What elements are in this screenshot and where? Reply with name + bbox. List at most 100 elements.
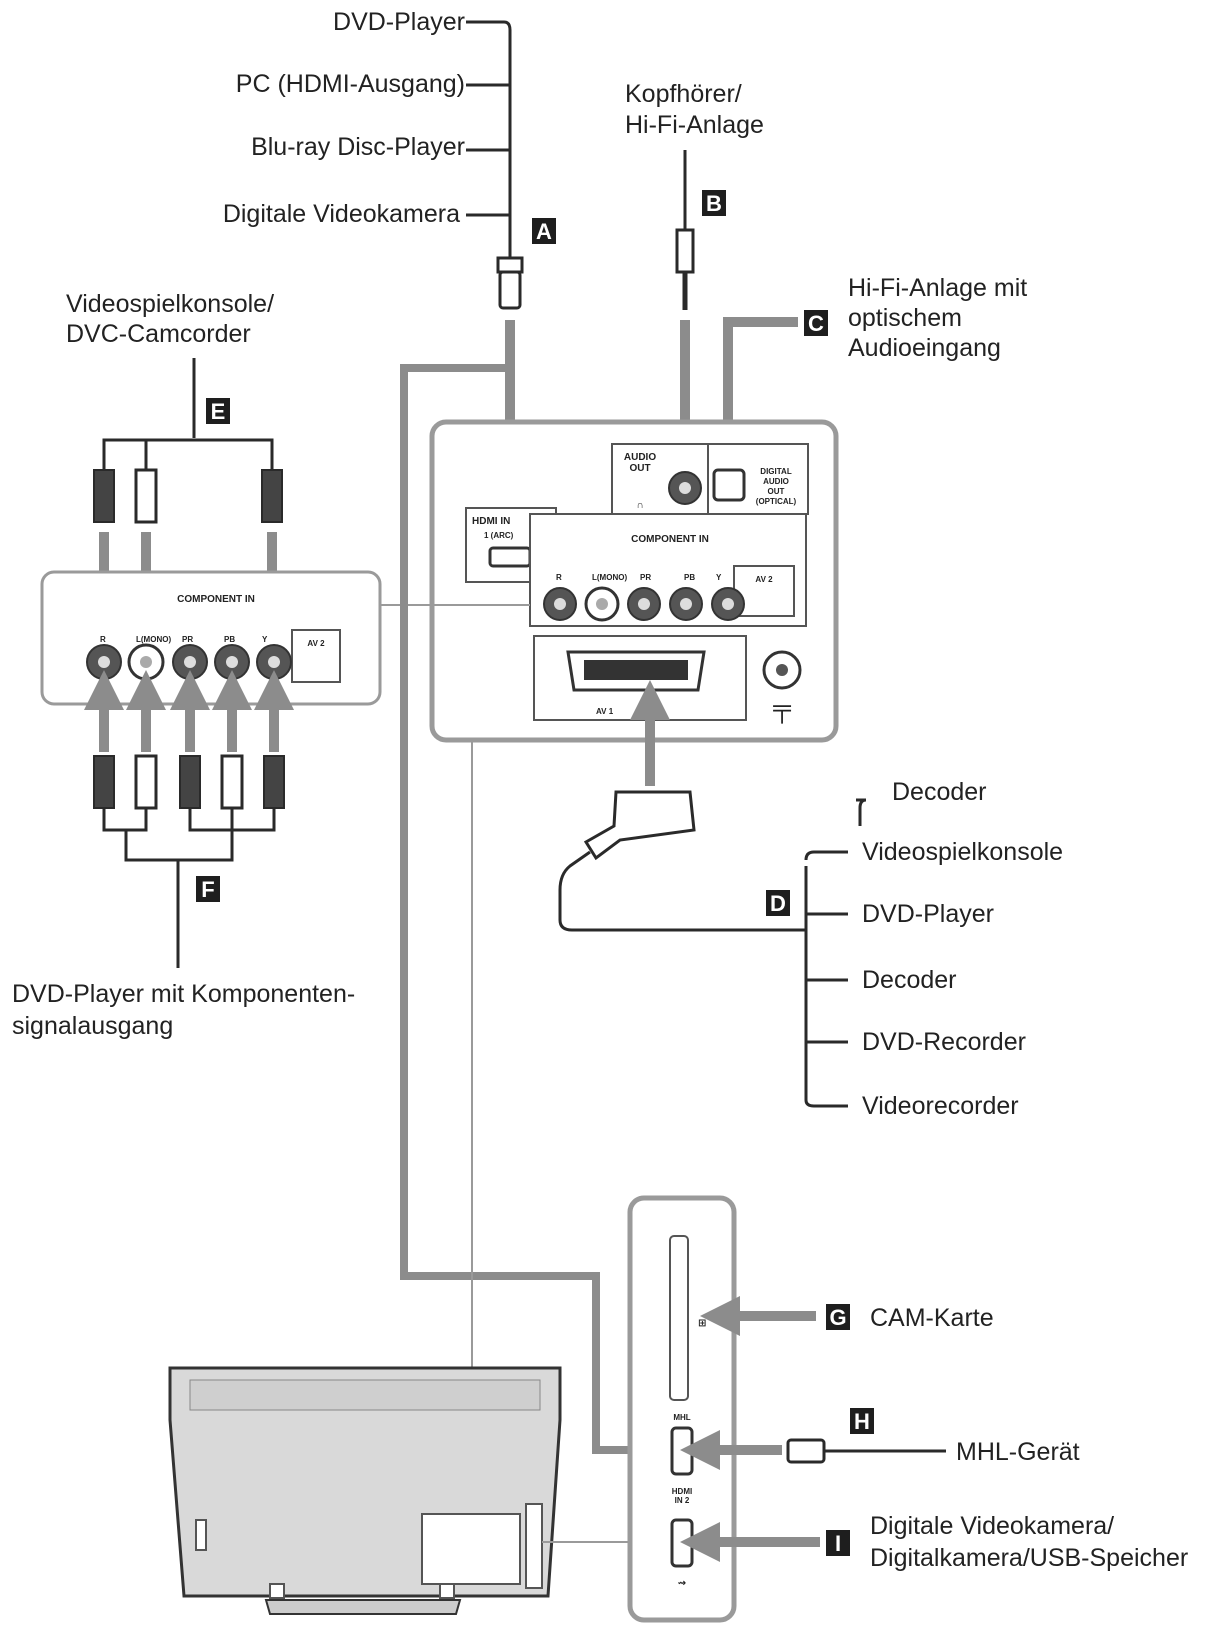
badge-f: F <box>196 876 220 902</box>
svg-text:HDMI IN: HDMI IN <box>472 516 510 527</box>
tv-rear-illustration <box>168 1366 630 1615</box>
hdmi-plug-body <box>496 256 524 274</box>
rca-plug-e-r-icon <box>93 469 115 523</box>
rca-plug-f-y-icon <box>263 755 285 809</box>
svg-text:(OPTICAL): (OPTICAL) <box>756 497 797 506</box>
svg-text:OUT: OUT <box>768 487 785 496</box>
badge-h: H <box>850 1408 874 1434</box>
label-usb-2: Digitalkamera/USB-Speicher <box>870 1544 1188 1572</box>
svg-text:OUT: OUT <box>629 463 650 474</box>
label-usb-1: Digitale Videokamera/ <box>870 1512 1114 1540</box>
headphone-icon: ∩ <box>636 500 643 511</box>
label-scart-decoder2: Decoder <box>862 966 957 994</box>
tv-connector-area <box>421 1513 521 1585</box>
tv-rear-panel: AUDIO OUT ∩ DIGITAL AUDIO OUT (OPTICAL) … <box>429 419 839 743</box>
label-hifi-optical-2: optischem <box>848 304 962 332</box>
svg-text:Y: Y <box>262 635 268 644</box>
svg-text:MHL: MHL <box>673 1413 690 1422</box>
svg-text:L(MONO): L(MONO) <box>592 573 627 582</box>
optical-out-box <box>707 443 809 515</box>
usb-icon: ⇝ <box>678 1578 686 1589</box>
svg-text:1 (ARC): 1 (ARC) <box>484 531 514 540</box>
label-bluray: Blu-ray Disc-Player <box>251 133 465 161</box>
badge-g: G <box>826 1304 850 1330</box>
label-pc-hdmi: PC (HDMI-Ausgang) <box>236 70 465 98</box>
rca-plug-f-pb-icon <box>220 754 244 810</box>
svg-text:PR: PR <box>182 635 193 644</box>
svg-text:AUDIO: AUDIO <box>763 477 789 486</box>
label-headphones-2: Hi-Fi-Anlage <box>625 111 764 139</box>
antenna-icon: ╤ <box>772 694 791 724</box>
tv-side-panel: ⊞ MHL HDMI IN 2 ⇝ <box>627 1195 737 1623</box>
label-scart-vcr: Videorecorder <box>862 1092 1019 1120</box>
optical-port <box>712 468 746 502</box>
hdmi-in-2-port <box>670 1426 694 1476</box>
svg-text:R: R <box>100 635 106 644</box>
optical-group: Hi-Fi-Anlage mit optischem Audioeingang <box>848 274 1027 362</box>
rca-plug-e-v-icon <box>261 469 283 523</box>
label-cam-card: CAM-Karte <box>870 1304 994 1332</box>
rca-plug-f-l-icon <box>134 754 158 810</box>
svg-text:AV 2: AV 2 <box>307 639 325 648</box>
label-hifi-optical-1: Hi-Fi-Anlage mit <box>848 274 1027 302</box>
badge-c: C <box>804 310 828 336</box>
label-digital-videocam: Digitale Videokamera <box>223 200 460 228</box>
label-dvd-component-2: signalausgang <box>12 1012 173 1040</box>
svg-text:F: F <box>201 877 214 902</box>
cam-slot-icon: ⊞ <box>698 1318 706 1329</box>
tv-stand <box>264 1599 462 1615</box>
badge-i: I <box>826 1530 850 1556</box>
label-hifi-optical-3: Audioeingang <box>848 334 1001 362</box>
hdmi-source-list: DVD-Player PC (HDMI-Ausgang) Blu-ray Dis… <box>223 8 524 310</box>
svg-text:IN 2: IN 2 <box>675 1496 690 1505</box>
label-game-console-1: Videospielkonsole/ <box>66 290 274 318</box>
scart-cable <box>558 850 806 932</box>
svg-text:R: R <box>556 573 562 582</box>
svg-text:C: C <box>808 311 824 336</box>
badge-d: D <box>766 890 790 916</box>
hdmi-source-bracket <box>466 20 512 258</box>
svg-text:AV 1: AV 1 <box>596 707 614 716</box>
svg-text:COMPONENT IN: COMPONENT IN <box>177 594 255 605</box>
cam-slot <box>669 1235 689 1401</box>
label-scart-game: Videospielkonsole <box>862 838 1063 866</box>
component-detail: Videospielkonsole/ DVC-Camcorder COMPONE… <box>12 290 530 1040</box>
badge-a: A <box>532 218 556 244</box>
label-dvd-component-1: DVD-Player mit Komponenten- <box>12 980 355 1008</box>
svg-text:COMPONENT IN: COMPONENT IN <box>631 534 709 545</box>
svg-text:L(MONO): L(MONO) <box>136 635 171 644</box>
scart-plug-icon <box>583 790 696 861</box>
tv-side-connector <box>525 1503 543 1589</box>
svg-text:I: I <box>835 1531 841 1556</box>
svg-text:AV 2: AV 2 <box>755 575 773 584</box>
hdmi-plug-head-icon <box>498 270 522 310</box>
label-dvd-player: DVD-Player <box>333 8 465 36</box>
label-mhl-device: MHL-Gerät <box>956 1438 1080 1466</box>
badge-b: B <box>702 190 726 216</box>
rca-plug-e-l-icon <box>134 468 158 524</box>
scart-group: Decoder Videospielkonsole DVD-Player Dec… <box>558 680 1063 1120</box>
svg-text:HDMI: HDMI <box>672 1487 692 1496</box>
label-scart-decoder: Decoder <box>892 778 987 806</box>
minijack-plug-icon <box>675 228 695 274</box>
svg-text:PB: PB <box>684 573 695 582</box>
svg-text:G: G <box>829 1305 846 1330</box>
hdmi2-routing-line <box>400 364 672 1466</box>
svg-text:Y: Y <box>716 573 722 582</box>
rca-plug-f-pr-icon <box>179 755 201 809</box>
svg-text:DIGITAL: DIGITAL <box>760 467 792 476</box>
label-scart-dvd-rec: DVD-Recorder <box>862 1028 1026 1056</box>
svg-text:PR: PR <box>640 573 651 582</box>
svg-text:PB: PB <box>224 635 235 644</box>
hdmi-in-1-port <box>488 546 532 568</box>
label-scart-dvd: DVD-Player <box>862 900 994 928</box>
svg-text:H: H <box>854 1409 870 1434</box>
svg-text:D: D <box>770 891 786 916</box>
label-game-console-2: DVC-Camcorder <box>66 320 251 348</box>
svg-text:E: E <box>211 399 226 424</box>
svg-text:B: B <box>706 191 722 216</box>
usb-port <box>670 1518 694 1568</box>
svg-text:AUDIO: AUDIO <box>624 452 656 463</box>
label-headphones-1: Kopfhörer/ <box>625 80 742 108</box>
